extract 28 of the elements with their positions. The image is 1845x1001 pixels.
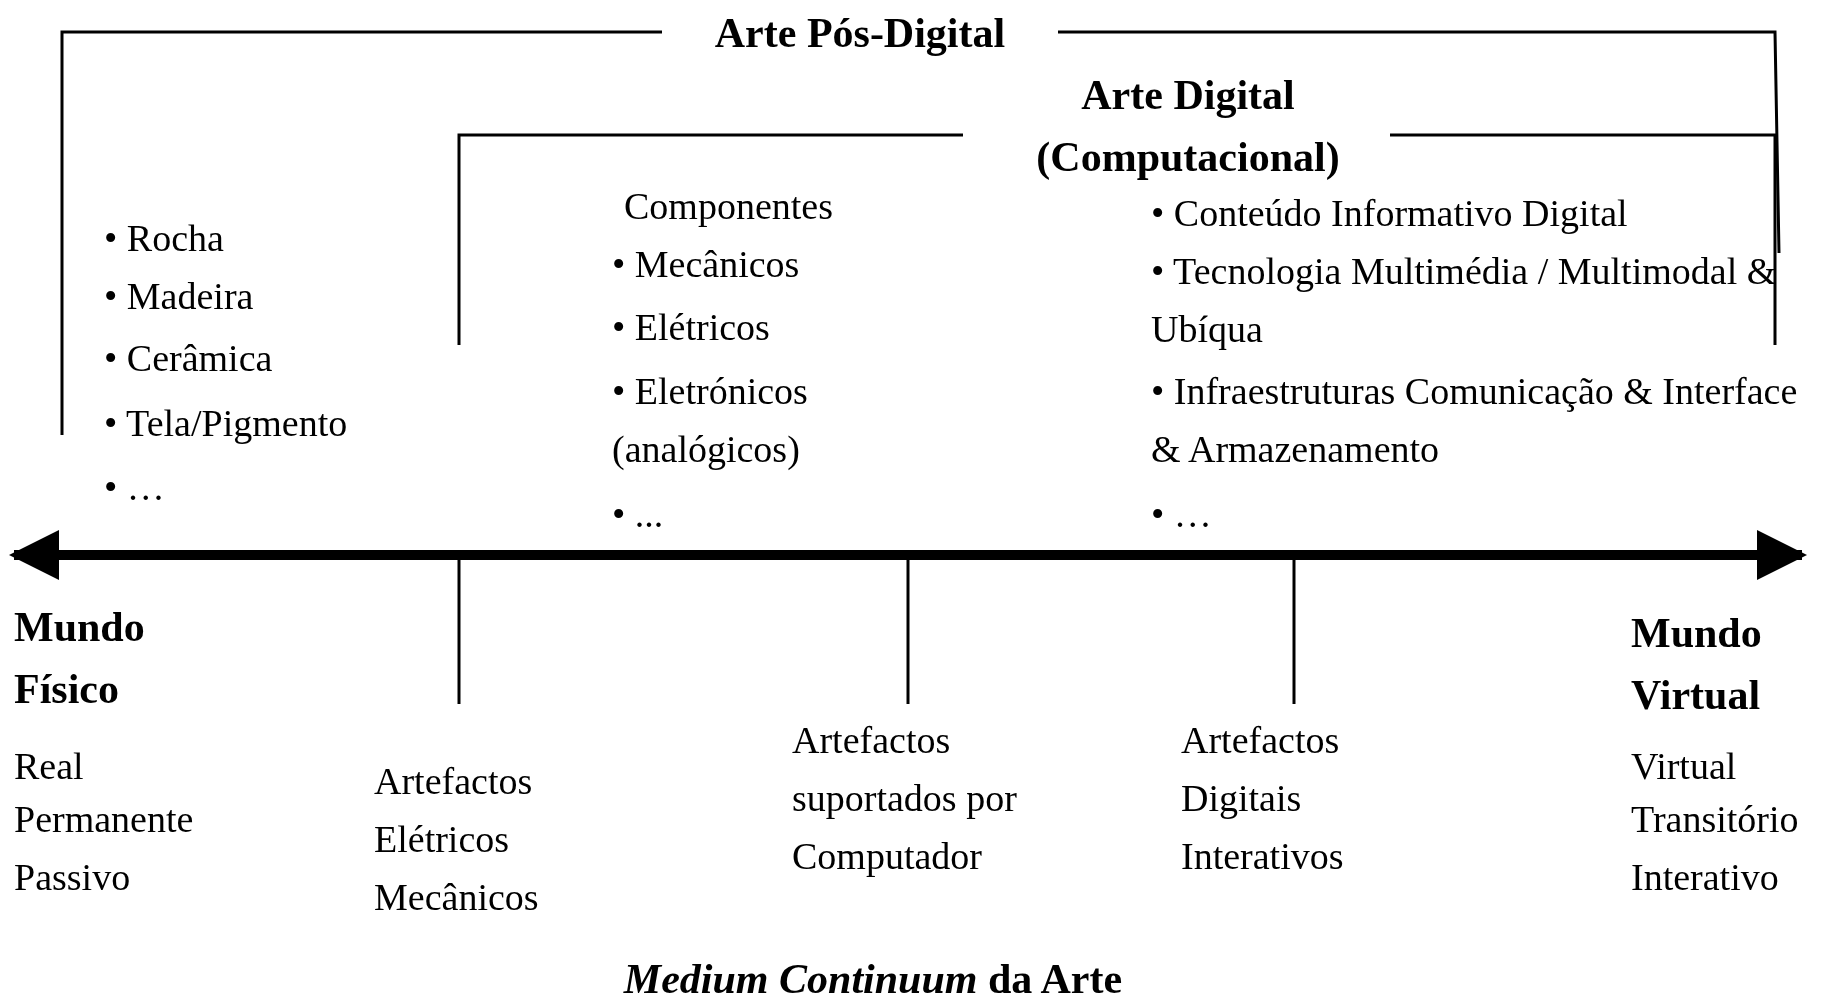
tick-label: Artefactos Elétricos Mecânicos (374, 759, 540, 920)
list-item: • ... (612, 492, 664, 537)
bracket-label: Arte Digital (Computacional) (1035, 71, 1341, 182)
list-item: • Tela/Pigmento (104, 401, 348, 446)
list-item: • Mecânicos (612, 242, 800, 287)
tick-label: Artefactos Digitais Interativos (1181, 718, 1345, 879)
pole-heading: Mundo Físico (14, 603, 146, 714)
list-item: • Infraestruturas Comunicação & Interface & Armazenamento (1151, 369, 1799, 472)
caption: Medium Continuum da Arte (623, 955, 1123, 1001)
list-item: • Tecnologia Multimédia / Multimodal & Ubíqua (1151, 249, 1778, 352)
pole-attribute: Transitório (1631, 797, 1799, 842)
pole-attribute: Real (14, 744, 84, 789)
tick-label: Artefactos suportados por Computador (792, 718, 1018, 879)
list-item: • Conteúdo Informativo Digital (1151, 191, 1628, 236)
list-item: • Elétricos (612, 305, 770, 350)
pole-attribute: Permanente (14, 797, 194, 842)
list-item: • … (1151, 492, 1212, 537)
pole-attribute: Virtual (1631, 744, 1737, 789)
list-item: • Cerâmica (104, 336, 273, 381)
bracket-label: Arte Pós-Digital (714, 9, 1006, 58)
pole-attribute: Interativo (1631, 855, 1779, 900)
pole-attribute: Passivo (14, 855, 131, 900)
list-item: • … (104, 465, 165, 510)
list-item: • Eletrónicos (analógicos) (612, 369, 809, 472)
list-item: • Rocha (104, 216, 224, 261)
pole-heading: Mundo Virtual (1631, 609, 1763, 720)
list-item: • Madeira (104, 274, 254, 319)
list-heading: Componentes (624, 184, 833, 229)
